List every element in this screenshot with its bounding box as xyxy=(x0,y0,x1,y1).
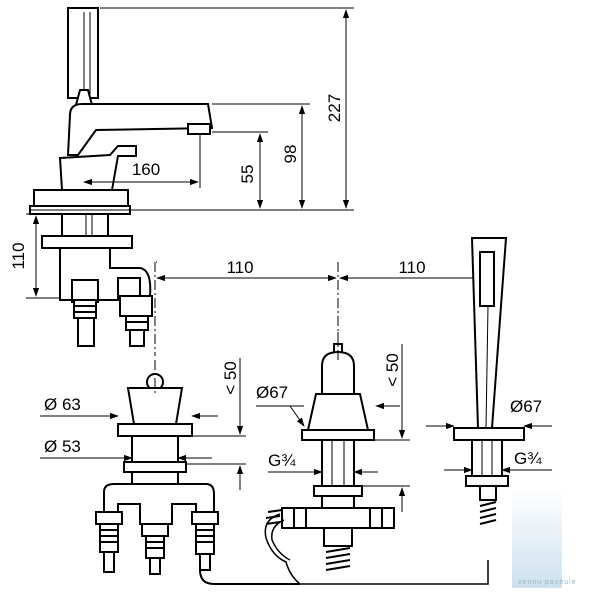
mixer-side-view xyxy=(29,7,214,356)
outlet-right xyxy=(191,511,219,571)
spacing-dimensions: 110 110 xyxy=(156,258,486,350)
dim-body-height: 110 xyxy=(9,242,28,269)
watermark: vennu paseule xyxy=(512,488,577,588)
watermark-text: vennu paseule xyxy=(518,579,577,586)
supply-connector-right xyxy=(125,315,149,347)
supply-connector-left xyxy=(73,299,97,347)
dim-spout-reach: 160 xyxy=(132,160,160,179)
valve-middle xyxy=(281,332,395,571)
valve-left xyxy=(95,360,219,575)
outlet-center xyxy=(141,523,169,575)
dim-dia-rosette: Ø 63 xyxy=(44,395,81,414)
dim-spacing-left: 110 xyxy=(226,258,253,277)
shower-hose xyxy=(199,509,489,585)
dim-total-height: 227 xyxy=(325,94,344,122)
dim-height-mid: < 50 xyxy=(383,353,402,387)
hand-shower-column xyxy=(67,7,99,99)
dim-dia-hole: Ø 53 xyxy=(44,437,81,456)
mounting-plate xyxy=(41,235,133,249)
dim-dia-mid: Ø67 xyxy=(256,383,288,402)
diverter-body xyxy=(281,507,395,529)
top-dimensions: 227 98 55 160 110 xyxy=(9,7,354,299)
hand-shower-dimensions: Ø67 G¾ xyxy=(426,397,552,474)
dim-thread-right: G¾ xyxy=(514,449,542,468)
valve-rosette xyxy=(117,423,193,437)
dim-thread-mid: G¾ xyxy=(268,451,296,470)
rosette-right xyxy=(453,427,525,441)
thread-lines xyxy=(325,547,351,571)
spout xyxy=(66,103,214,156)
valve-middle-dimensions: Ø67 G¾ < 50 xyxy=(256,344,410,512)
dim-handle-height: 55 xyxy=(238,165,257,184)
dim-spout-height: 98 xyxy=(281,145,300,164)
outlet-left xyxy=(95,511,123,573)
dim-dia-right: Ø67 xyxy=(510,397,542,416)
hand-shower-right xyxy=(453,237,525,525)
spout-aerator xyxy=(187,123,211,135)
lever-knob xyxy=(321,350,355,395)
dim-spacing-right: 110 xyxy=(398,258,425,277)
valve-left-dimensions: Ø 63 Ø 53 < 50 xyxy=(40,358,246,490)
rosette xyxy=(33,189,129,207)
valve-rosette-mid xyxy=(301,429,375,441)
dim-height-left: < 50 xyxy=(221,361,240,395)
